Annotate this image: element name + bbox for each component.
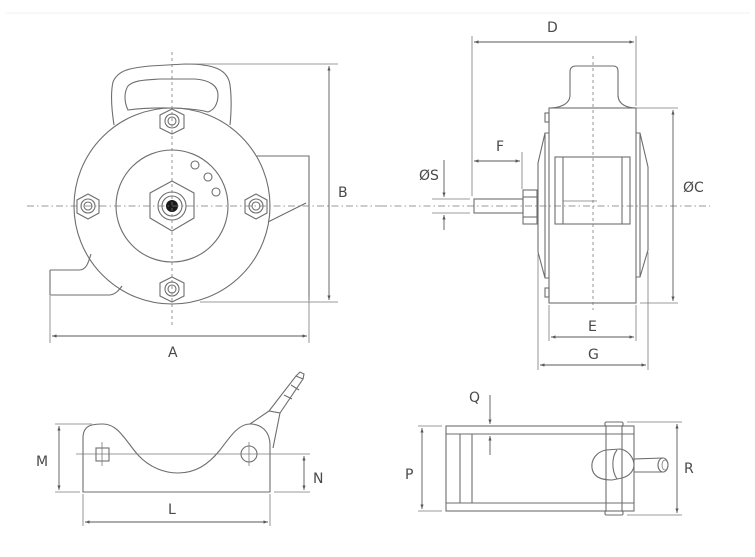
- dimension-label-s: ØS: [419, 168, 439, 184]
- inner-window: [554, 156, 631, 225]
- bracket-frame: [445, 425, 635, 512]
- lug: [544, 287, 550, 298]
- front-view: B A: [27, 52, 380, 361]
- dimension-label-g: G: [588, 347, 599, 363]
- left-foot-top: [50, 253, 92, 271]
- pivot-cap-top: [604, 421, 624, 427]
- dimension-label-b: B: [338, 185, 348, 201]
- side-view: D F ØS ØC E G: [380, 20, 710, 370]
- dimension-label-n: N: [313, 471, 323, 487]
- square-hole: [95, 447, 110, 462]
- bracket-top-view: Q P R: [405, 390, 694, 516]
- indicator-hole: [203, 172, 213, 182]
- dimension-label-e: E: [588, 319, 597, 335]
- side-body: [548, 107, 637, 304]
- lever-arm: [249, 375, 304, 449]
- dimension-label-r: R: [684, 461, 694, 477]
- indicator-hole: [211, 187, 221, 197]
- bolt-left: [76, 193, 100, 220]
- center-hex-nut: [149, 180, 195, 232]
- lug: [544, 112, 550, 123]
- dimension-label-c: ØC: [683, 180, 704, 196]
- side-handle: [549, 65, 637, 109]
- left-foot: [49, 270, 123, 296]
- bracket-profile: [82, 423, 271, 493]
- lever-knob: [591, 448, 635, 481]
- indicator-hole: [190, 160, 200, 170]
- right-foot-taper: [267, 202, 307, 223]
- dimension-label-p: P: [405, 467, 413, 483]
- right-foot: [257, 155, 310, 300]
- lever-knob-step: [612, 449, 618, 480]
- bracket-side-view: M N L: [36, 371, 323, 526]
- handle-outer: [110, 63, 232, 126]
- dimension-label-d: D: [547, 20, 558, 36]
- dimension-label-l: L: [168, 502, 176, 518]
- lever-stem-bore: [661, 459, 669, 471]
- left-flange: [537, 132, 549, 279]
- lever-tip: [295, 371, 305, 380]
- handle-inner: [124, 78, 219, 113]
- pivot-cap-bottom: [604, 510, 624, 516]
- dimension-label-a: A: [168, 345, 178, 361]
- dimension-label-m: M: [36, 454, 48, 470]
- dimension-label-q: Q: [469, 390, 480, 406]
- lever-stem: [633, 457, 664, 473]
- dimension-label-f: F: [496, 139, 504, 155]
- right-flange: [636, 132, 649, 278]
- bolt-right: [244, 193, 268, 220]
- shaft-nut: [522, 189, 538, 225]
